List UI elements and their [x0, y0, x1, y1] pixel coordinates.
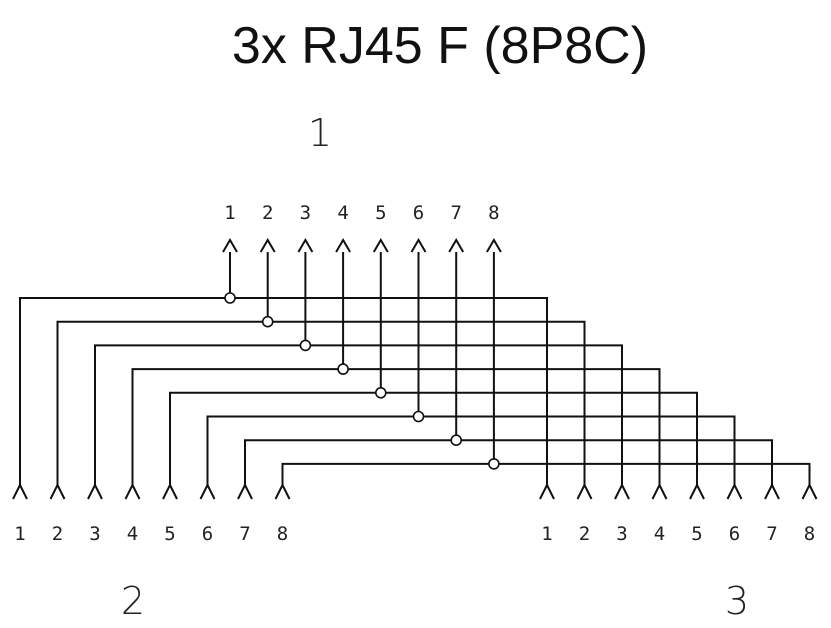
port-1-pin-label: 6	[413, 202, 424, 224]
junction-pin-2	[261, 315, 274, 328]
connector-arrow-top-2	[259, 238, 276, 253]
port-1-label: 1	[308, 111, 332, 155]
connector-arrow-top-3	[297, 238, 314, 253]
connector-arrow-left-6	[199, 482, 216, 500]
connector-arrow-right-1	[539, 482, 555, 500]
port-1-pin-label: 7	[450, 202, 461, 224]
wire-pin-3	[94, 344, 623, 485]
junctions-group	[224, 292, 500, 470]
connector-arrow-left-7	[237, 482, 253, 500]
connector-arrow-top-7	[448, 238, 465, 253]
port-3-pin-label: 7	[766, 523, 777, 545]
port-1-pin-label: 3	[300, 202, 311, 224]
junction-pin-5	[374, 386, 387, 399]
connector-arrow-top-4	[335, 238, 351, 253]
connector-arrow-top-5	[372, 238, 389, 253]
connector-arrow-right-8	[801, 482, 818, 500]
port-2-pin-label: 8	[277, 523, 288, 545]
wire-pin-4	[131, 368, 661, 485]
wire-pin-5	[169, 391, 698, 485]
connector-arrow-left-2	[49, 482, 66, 500]
port-2-pin-label: 7	[239, 523, 250, 545]
port-2-pin-label: 3	[89, 523, 100, 545]
wire-pin-2	[56, 320, 586, 485]
port-3-pin-label: 5	[691, 523, 702, 545]
connector-arrow-right-3	[614, 482, 630, 500]
port-3-label: 3	[725, 579, 749, 623]
connector-arrow-right-4	[651, 482, 668, 500]
connector-arrow-top-8	[486, 238, 502, 253]
connector-arrow-left-3	[87, 482, 103, 500]
junction-pin-4	[337, 363, 349, 375]
port-3-pin-label: 4	[654, 523, 665, 545]
connector-arrow-right-6	[726, 482, 743, 500]
connector-arrow-top-6	[410, 238, 427, 253]
port-2-pin-label: 5	[164, 523, 175, 545]
port-3-pin-label: 2	[579, 523, 590, 545]
junction-pin-8	[488, 458, 500, 470]
connector-arrows-group	[12, 238, 818, 500]
connector-arrow-right-2	[576, 482, 593, 500]
port-3-pin-label: 3	[616, 523, 627, 545]
port-2-pin-label: 2	[52, 523, 63, 545]
connector-arrow-left-8	[274, 482, 291, 500]
port-3-pin-label: 1	[541, 523, 552, 545]
wire-pin-7	[244, 439, 773, 485]
junction-pin-1	[224, 292, 236, 304]
wires-group	[19, 252, 811, 485]
wire-pin-1	[19, 297, 548, 485]
port-1-pin-label: 5	[375, 202, 386, 224]
port-2-pin-label: 1	[14, 523, 25, 545]
diagram-title: 3x RJ45 F (8P8C)	[232, 17, 648, 75]
junction-pin-6	[412, 410, 425, 423]
junction-pin-3	[299, 339, 312, 352]
port-1-pin-label: 8	[488, 202, 499, 224]
port-1-pin-label: 2	[262, 202, 273, 224]
port-2-pin-label: 6	[202, 523, 213, 545]
port-3-pin-label: 8	[804, 523, 815, 545]
wire-pin-6	[206, 415, 736, 485]
junction-pin-7	[450, 434, 463, 447]
port-2-label: 2	[121, 579, 145, 623]
port-2-pin-label: 4	[127, 523, 138, 545]
wire-pin-8	[281, 462, 811, 485]
connector-arrow-left-5	[162, 482, 178, 500]
port-1-pin-label: 1	[224, 202, 235, 224]
connector-arrow-left-1	[12, 482, 28, 500]
connector-arrow-left-4	[124, 482, 141, 500]
port-3-pin-label: 6	[729, 523, 740, 545]
pin-labels-group: 1 1 1 2 2 2 3 3 3 4 4 4 5 5 5 6 6 6 7 7 7 8 8 8	[14, 202, 815, 545]
port-1-pin-label: 4	[337, 202, 348, 224]
connector-arrow-top-1	[222, 238, 238, 253]
connector-arrow-right-7	[764, 482, 780, 500]
connector-arrow-right-5	[689, 482, 705, 500]
